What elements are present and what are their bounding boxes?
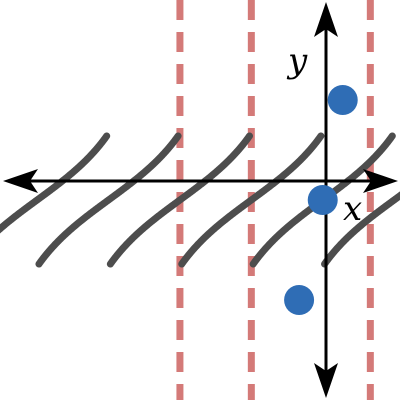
data-point-2 (307, 185, 338, 215)
curve-layer (0, 132, 400, 268)
curve-branch-6 (321, 191, 400, 268)
asymptote-layer (176, 0, 374, 400)
data-point-3 (327, 85, 358, 115)
y-axis-up-arrow (314, 2, 338, 37)
y-axis-label: y (286, 41, 308, 81)
curve-branch-2 (35, 132, 182, 268)
x-axis-right-arrow (363, 169, 398, 193)
curve-branch-3 (106, 132, 254, 268)
x-axis-left-arrow (3, 169, 38, 193)
point-layer (284, 85, 358, 315)
x-axis-label: x (343, 189, 362, 229)
curve-branch-1 (0, 132, 111, 234)
data-point-1 (284, 285, 315, 315)
axes: y x (3, 2, 398, 398)
y-axis-down-arrow (314, 363, 338, 398)
curve-branch-4 (178, 132, 325, 268)
